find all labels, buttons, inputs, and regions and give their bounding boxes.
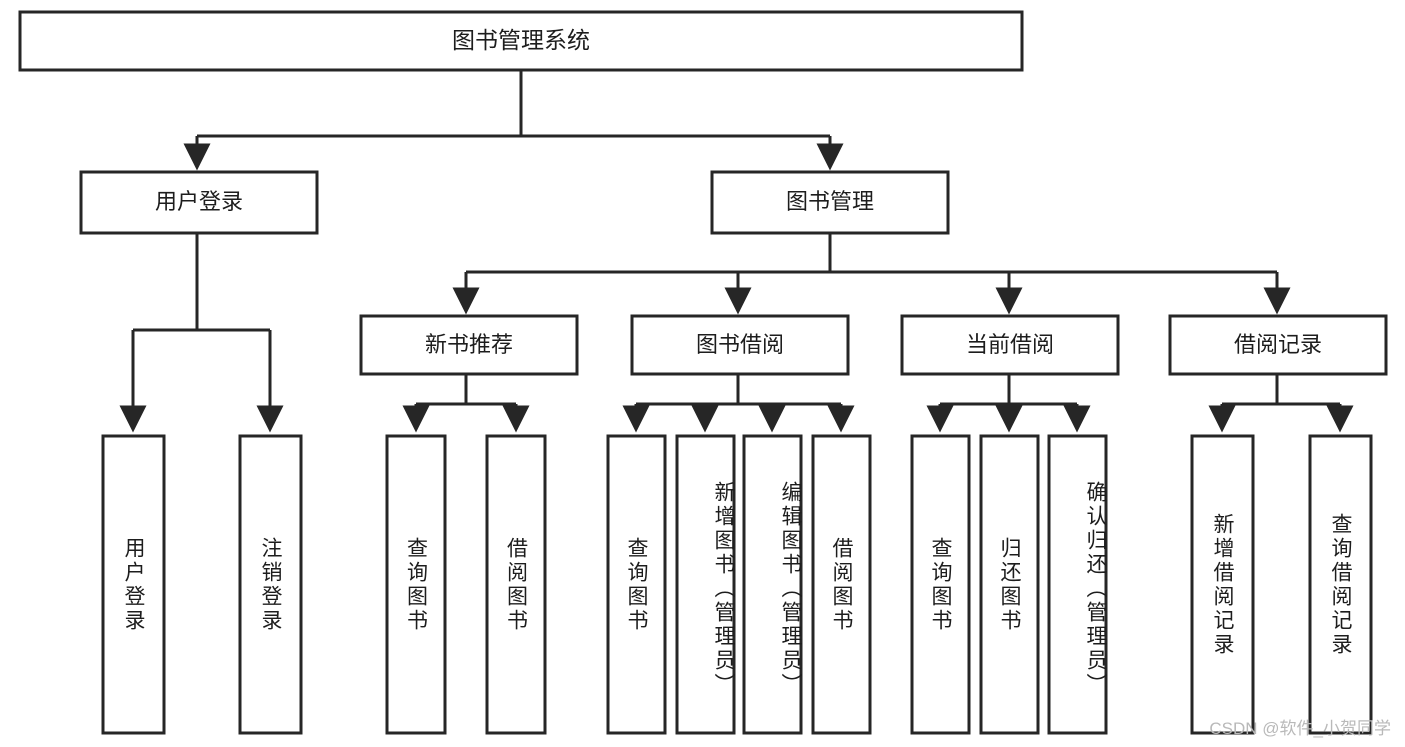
leaf-box-confirm-return[interactable] xyxy=(1047,434,1108,735)
node-new-book-recommend[interactable]: 新书推荐 xyxy=(359,314,579,376)
leaf-box-add-record[interactable] xyxy=(1190,434,1255,735)
node-book-borrow-label: 图书借阅 xyxy=(696,332,784,357)
node-user-login-label: 用户登录 xyxy=(155,189,243,214)
node-current-borrow-label: 当前借阅 xyxy=(966,332,1054,357)
node-current-borrow[interactable]: 当前借阅 xyxy=(900,314,1120,376)
leaf-box-query-book-3[interactable] xyxy=(910,434,971,735)
connectors xyxy=(119,70,1354,433)
node-borrow-record[interactable]: 借阅记录 xyxy=(1168,314,1388,376)
node-root[interactable]: 图书管理系统 xyxy=(18,10,1024,72)
leaf-box-query-book-2[interactable] xyxy=(606,434,667,735)
leaf-box-user-login[interactable] xyxy=(101,434,166,735)
leaf-box-add-book[interactable] xyxy=(675,434,736,735)
leaf-box-borrow-book-2[interactable] xyxy=(811,434,872,735)
leaf-box-borrow-book-1[interactable] xyxy=(485,434,547,735)
leaf-box-return-book[interactable] xyxy=(979,434,1040,735)
leaf-box-user-logout[interactable] xyxy=(238,434,303,735)
node-new-book-recommend-label: 新书推荐 xyxy=(425,332,513,357)
leaf-box-query-record[interactable] xyxy=(1308,434,1373,735)
leaf-box-edit-book[interactable] xyxy=(742,434,803,735)
node-user-login[interactable]: 用户登录 xyxy=(79,170,319,235)
node-book-manage[interactable]: 图书管理 xyxy=(710,170,950,235)
leaf-box-query-book-1[interactable] xyxy=(385,434,447,735)
node-book-manage-label: 图书管理 xyxy=(786,189,874,214)
csdn-watermark: CSDN @软件_小贺同学 xyxy=(1209,719,1391,738)
node-book-borrow[interactable]: 图书借阅 xyxy=(630,314,850,376)
node-root-label: 图书管理系统 xyxy=(452,27,590,53)
leaf-boxes xyxy=(101,434,1373,735)
node-borrow-record-label: 借阅记录 xyxy=(1234,332,1322,357)
